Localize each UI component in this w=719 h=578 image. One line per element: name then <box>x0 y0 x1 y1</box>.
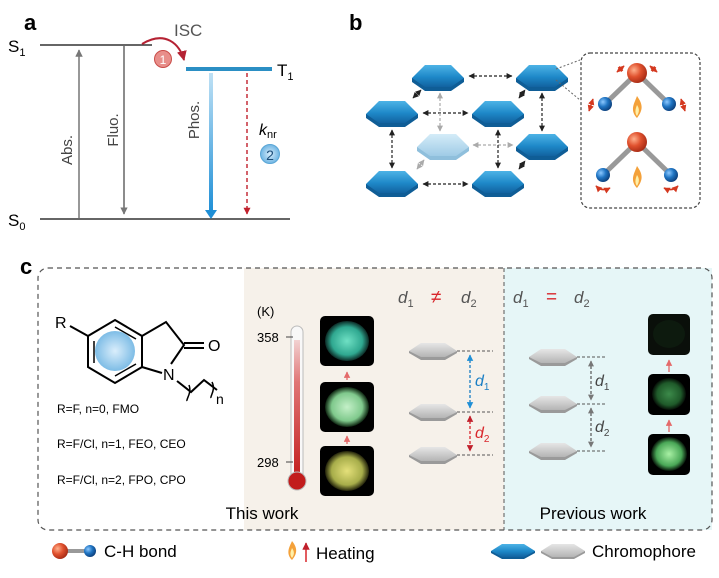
panel-c-label: c <box>20 254 32 279</box>
phos-arrowhead <box>205 210 217 219</box>
compound-line-2: R=F/Cl, n=1, FEO, CEO <box>57 437 186 451</box>
ch-bond-molecule-bottom <box>595 132 679 194</box>
chromophore-hex <box>516 65 568 91</box>
prev-work-d2: d2 <box>574 288 590 310</box>
temp-high: 358 <box>257 330 279 345</box>
abs-label: Abs. <box>59 135 76 165</box>
panel-b-label: b <box>349 10 362 35</box>
panel-c-frame <box>37 267 713 531</box>
panel-a-label: a <box>24 10 37 35</box>
phos-arrow <box>209 73 213 213</box>
temp-unit: (K) <box>257 304 274 319</box>
temp-low: 298 <box>257 455 279 470</box>
panel-b: b <box>349 10 701 209</box>
carbon-atom-icon <box>52 543 68 559</box>
d2-distance-label: d2 <box>475 425 490 445</box>
isc-arrow <box>141 37 187 61</box>
chromophore-hex <box>472 171 524 197</box>
zoom-line <box>555 59 581 70</box>
n-subscript: n <box>216 391 224 407</box>
legend-heating-label: Heating <box>316 544 375 563</box>
chromophore-hex <box>516 134 568 160</box>
chromophore-hex <box>412 65 464 91</box>
powder-photo-dark <box>653 320 685 348</box>
thermometer: (K) 358 298 <box>257 304 307 491</box>
this-work-d2: d2 <box>461 288 477 310</box>
powder-photo-358k <box>325 321 369 361</box>
chemical-structure: R O N n <box>55 315 224 407</box>
chromophore-stack-this-work: d1 d2 <box>409 343 493 464</box>
previous-work-title: Previous work <box>540 504 647 523</box>
equal-sign: = <box>546 287 557 308</box>
interaction-arrows <box>389 73 545 187</box>
s0-label: S0 <box>8 211 25 233</box>
powder-photo-dim <box>652 378 686 410</box>
step-2-badge <box>260 144 280 164</box>
legend-gray-hex-icon <box>541 544 585 559</box>
t1-level <box>186 67 272 71</box>
panel-a: a S1 S0 T1 Abs. Fluo. ISC 1 Phos. knr 2 <box>8 10 294 233</box>
phos-label: Phos. <box>186 101 203 139</box>
chromophore-stack-previous-work: d1 d2 <box>529 349 610 460</box>
this-work-title: This work <box>226 504 299 523</box>
prev-d2-label: d2 <box>595 419 610 439</box>
legend: C-H bond Heating Chromophore <box>52 541 696 563</box>
d1-distance-label: d1 <box>475 373 490 393</box>
zoom-line <box>555 79 581 101</box>
compound-line-1: R=F, n=0, FMO <box>57 402 139 416</box>
step-2-label: 2 <box>266 147 274 163</box>
hydrogen-atom-icon <box>84 545 96 557</box>
chromophore-hex <box>472 101 524 127</box>
nitrogen-label: N <box>163 367 175 384</box>
r-group-label: R <box>55 315 67 332</box>
powder-photo-mid <box>325 387 369 427</box>
step-1-label: 1 <box>160 53 167 67</box>
powder-photos-previous-work <box>648 314 690 475</box>
s1-label: S1 <box>8 37 25 59</box>
thermometer-bulb <box>287 471 307 491</box>
powder-photos-this-work <box>320 316 374 496</box>
chromophore-hex-faded <box>417 134 469 160</box>
isc-label: ISC <box>174 21 202 40</box>
chromophore-lattice <box>366 65 568 197</box>
ch-bond-molecule-top <box>587 63 687 118</box>
oxygen-label: O <box>208 338 220 355</box>
this-work-d1: d1 <box>398 288 414 310</box>
compound-line-3: R=F/Cl, n=2, FPO, CPO <box>57 473 186 487</box>
fluo-label: Fluo. <box>105 113 122 146</box>
powder-photo-298k <box>325 451 369 491</box>
chromophore-hex <box>366 171 418 197</box>
step-1-badge <box>154 50 172 68</box>
t1-label: T1 <box>277 61 294 83</box>
prev-d1-label: d1 <box>595 373 610 393</box>
benzene-glow <box>95 331 135 371</box>
legend-blue-hex-icon <box>491 544 535 559</box>
panel-c: c R O N n R=F, n=0, FMO R=F/Cl, n=1, FEO… <box>20 254 713 531</box>
legend-chromophore-label: Chromophore <box>592 542 696 561</box>
thermometer-mercury <box>294 340 300 480</box>
prev-work-d1: d1 <box>513 288 529 310</box>
legend-bond-label: C-H bond <box>104 542 177 561</box>
knr-label: knr <box>259 122 277 141</box>
chromophore-hex <box>366 101 418 127</box>
not-equal-sign: ≠ <box>431 287 441 308</box>
powder-photo-bright <box>651 437 687 471</box>
